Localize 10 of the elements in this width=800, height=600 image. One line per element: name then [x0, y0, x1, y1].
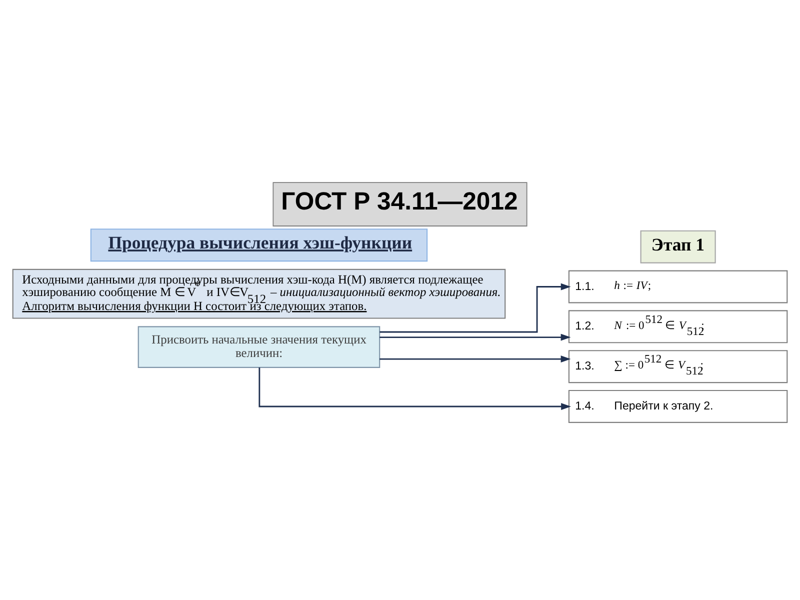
arrow [380, 333, 571, 340]
node-box: Этап 1 [640, 230, 716, 263]
node-box: Присвоить начальные значения текущих величин: [138, 326, 380, 368]
arrow [380, 282, 571, 332]
arrow [380, 355, 571, 362]
node-box: Процедура вычисления хэш-функции [90, 228, 428, 262]
node-box: 1.4. Перейти к этапу 2. [568, 390, 788, 422]
node-box: 1.1. h := IV; [568, 270, 788, 303]
arrow [258, 367, 572, 410]
diagram-title: ГОСТ Р 34.11—2012 [281, 188, 518, 215]
